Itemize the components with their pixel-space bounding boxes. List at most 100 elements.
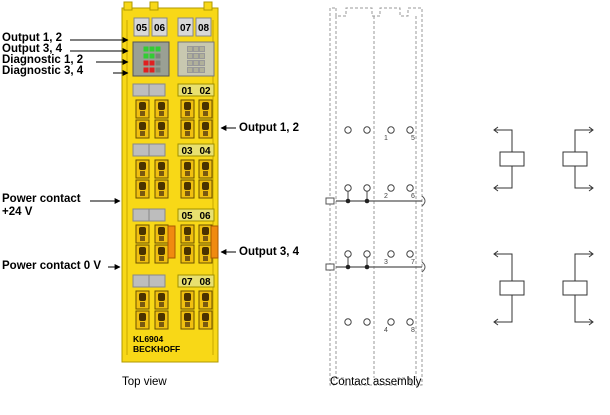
screw-slot [139,247,146,255]
wire-entry [140,302,145,307]
wire-entry [185,191,190,196]
led [155,53,161,59]
top-latch-left [123,1,133,11]
tab-07-box [177,17,194,37]
block-number: 05 [181,211,193,222]
screw-slot [158,122,165,130]
screw-slot [202,247,209,255]
screw-slot [158,293,165,301]
led-unused [193,53,199,59]
rail-junction [364,264,370,270]
led-unused [187,60,193,66]
led [143,53,149,59]
screw-slot [158,182,165,190]
screw-slot [184,182,191,190]
contact-point [363,184,371,192]
screw-slot [184,293,191,301]
screw-slot [184,227,191,235]
wire-entry [159,322,164,327]
relay-arrow [588,250,594,258]
led-unused [193,46,199,52]
relay-symbols [493,126,594,326]
callout-diagnostic-1-2: Diagnostic 1, 2 [2,54,84,66]
block-number: 03 [181,146,193,157]
led [155,60,161,66]
wire-entry [185,236,190,241]
wire-entry [185,256,190,261]
contact-number: 4 [384,327,388,334]
callout-diagnostic-3-4: Diagnostic 3, 4 [2,65,84,77]
wire-entry [185,171,190,176]
wire-entry [159,111,164,116]
relay-coil [562,151,588,167]
screw-slot [139,102,146,110]
wire-entry [140,322,145,327]
relay-arrow [493,126,499,134]
screw-slot [158,227,165,235]
top-latch-center [149,1,159,11]
relay-coil [499,280,525,296]
relay-lead-bottom [494,295,513,323]
relay-lead-bottom [574,295,593,323]
screw-slot [139,293,146,301]
screw-slot [202,313,209,321]
wire-entry [185,302,190,307]
relay-lead-bottom [494,166,513,189]
contact-point [406,250,414,258]
wire-entry [203,236,208,241]
wire-entry [159,236,164,241]
block-number: 01 [181,86,193,97]
power-spring-right-0v [421,261,426,273]
screw-slot [202,162,209,170]
contact-point [387,250,395,258]
screw-slot [184,162,191,170]
contact-number: 8 [411,327,415,334]
wire-entry [203,256,208,261]
led [149,46,155,52]
relay-arrow [493,318,499,326]
block-strip-right [177,143,215,157]
screw-slot [184,102,191,110]
tab-number: 06 [154,23,166,34]
block-number: 07 [181,277,193,288]
callout-arrows [70,37,236,270]
wire-entry [159,191,164,196]
contact-point [344,250,352,258]
led-unused [199,53,205,59]
wire-entry [203,131,208,136]
power-spring-right-24v [421,195,426,207]
callout-power-24v: +24 V [2,206,33,218]
brand-label: BECKHOFF [133,344,180,354]
screw-slot [184,247,191,255]
relay-arrow [588,318,594,326]
led [149,53,155,59]
relay-coil [499,151,525,167]
wire-entry [140,131,145,136]
contact-point [406,318,414,326]
led [155,67,161,73]
led-unused [187,53,193,59]
relay-lead-bottom [574,166,593,189]
screw-slot [139,182,146,190]
power-contact-orange-left [167,225,176,259]
screw-slot [139,313,146,321]
relay-arrow [493,184,499,192]
led [143,46,149,52]
led-unused [187,67,193,73]
caption-top-view: Top view [122,376,167,388]
wire-entry [185,131,190,136]
led-unused [199,67,205,73]
wire-entry [203,322,208,327]
callout-power-contact-0v: Power contact 0 V [2,260,102,272]
screw-slot [158,247,165,255]
led [155,46,161,52]
led-unused [199,60,205,66]
screw-slot [158,313,165,321]
contact-point [406,126,414,134]
block-number: 04 [199,146,211,157]
